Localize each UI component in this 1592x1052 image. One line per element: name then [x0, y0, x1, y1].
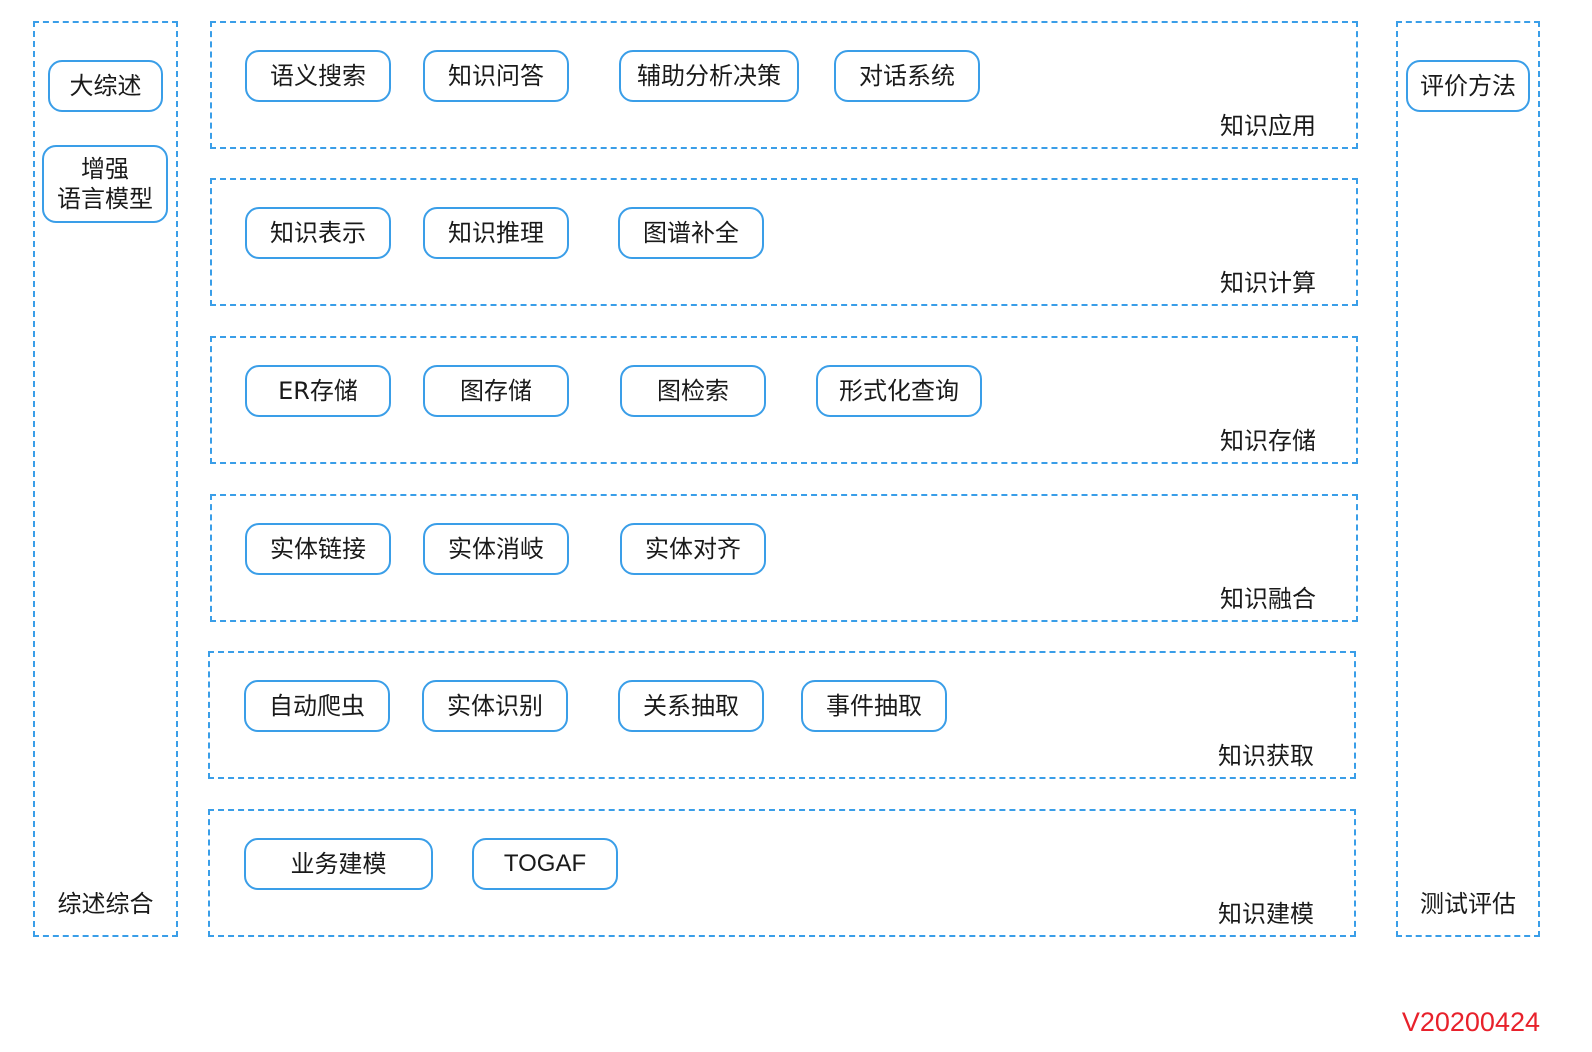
right-panel-evaluation: 评价方法 测试评估	[1396, 21, 1540, 937]
chip-knowledge-reasoning: 知识推理	[423, 207, 569, 259]
layer-knowledge-acquisition: 自动爬虫 实体识别 关系抽取 事件抽取 知识获取	[208, 651, 1356, 779]
layer-knowledge-application: 语义搜索 知识问答 辅助分析决策 对话系统 知识应用	[210, 21, 1358, 149]
layer-label: 知识应用	[1220, 112, 1316, 140]
layer-label: 知识计算	[1220, 269, 1316, 297]
layer-knowledge-fusion: 实体链接 实体消岐 实体对齐 知识融合	[210, 494, 1358, 622]
chip-business-modeling: 业务建模	[244, 838, 433, 890]
chip-togaf: TOGAF	[472, 838, 618, 890]
layer-knowledge-modeling: 业务建模 TOGAF 知识建模	[208, 809, 1356, 937]
chip-knowledge-representation: 知识表示	[245, 207, 391, 259]
layer-label: 知识融合	[1220, 585, 1316, 613]
chip-entity-linking: 实体链接	[245, 523, 391, 575]
layer-label: 知识获取	[1218, 742, 1314, 770]
chip-er-storage: ER存储	[245, 365, 391, 417]
chip-decision-support: 辅助分析决策	[619, 50, 799, 102]
right-panel-title: 测试评估	[1420, 890, 1516, 918]
chip-graph-completion: 图谱补全	[618, 207, 764, 259]
chip-semantic-search: 语义搜索	[245, 50, 391, 102]
chip-knowledge-qa: 知识问答	[423, 50, 569, 102]
chip-big-survey: 大综述	[48, 60, 163, 112]
chip-enhanced-language-model: 增强 语言模型	[42, 145, 168, 223]
chip-formal-query: 形式化查询	[816, 365, 982, 417]
left-panel-title: 综述综合	[57, 890, 154, 918]
chip-evaluation-method: 评价方法	[1406, 60, 1530, 112]
layer-label: 知识建模	[1218, 900, 1314, 928]
version-label: V20200424	[1401, 1007, 1540, 1037]
chip-auto-crawler: 自动爬虫	[244, 680, 390, 732]
chip-graph-storage: 图存储	[423, 365, 569, 417]
chip-dialogue-system: 对话系统	[834, 50, 980, 102]
chip-entity-alignment: 实体对齐	[620, 523, 766, 575]
chip-entity-disambiguation: 实体消岐	[423, 523, 569, 575]
left-panel-synthesis: 大综述 增强 语言模型 综述综合	[33, 21, 178, 937]
chip-relation-extraction: 关系抽取	[618, 680, 764, 732]
chip-entity-recognition: 实体识别	[422, 680, 568, 732]
chip-event-extraction: 事件抽取	[801, 680, 947, 732]
layer-knowledge-computation: 知识表示 知识推理 图谱补全 知识计算	[210, 178, 1358, 306]
layer-label: 知识存储	[1220, 427, 1316, 455]
layer-knowledge-storage: ER存储 图存储 图检索 形式化查询 知识存储	[210, 336, 1358, 464]
chip-graph-retrieval: 图检索	[620, 365, 766, 417]
